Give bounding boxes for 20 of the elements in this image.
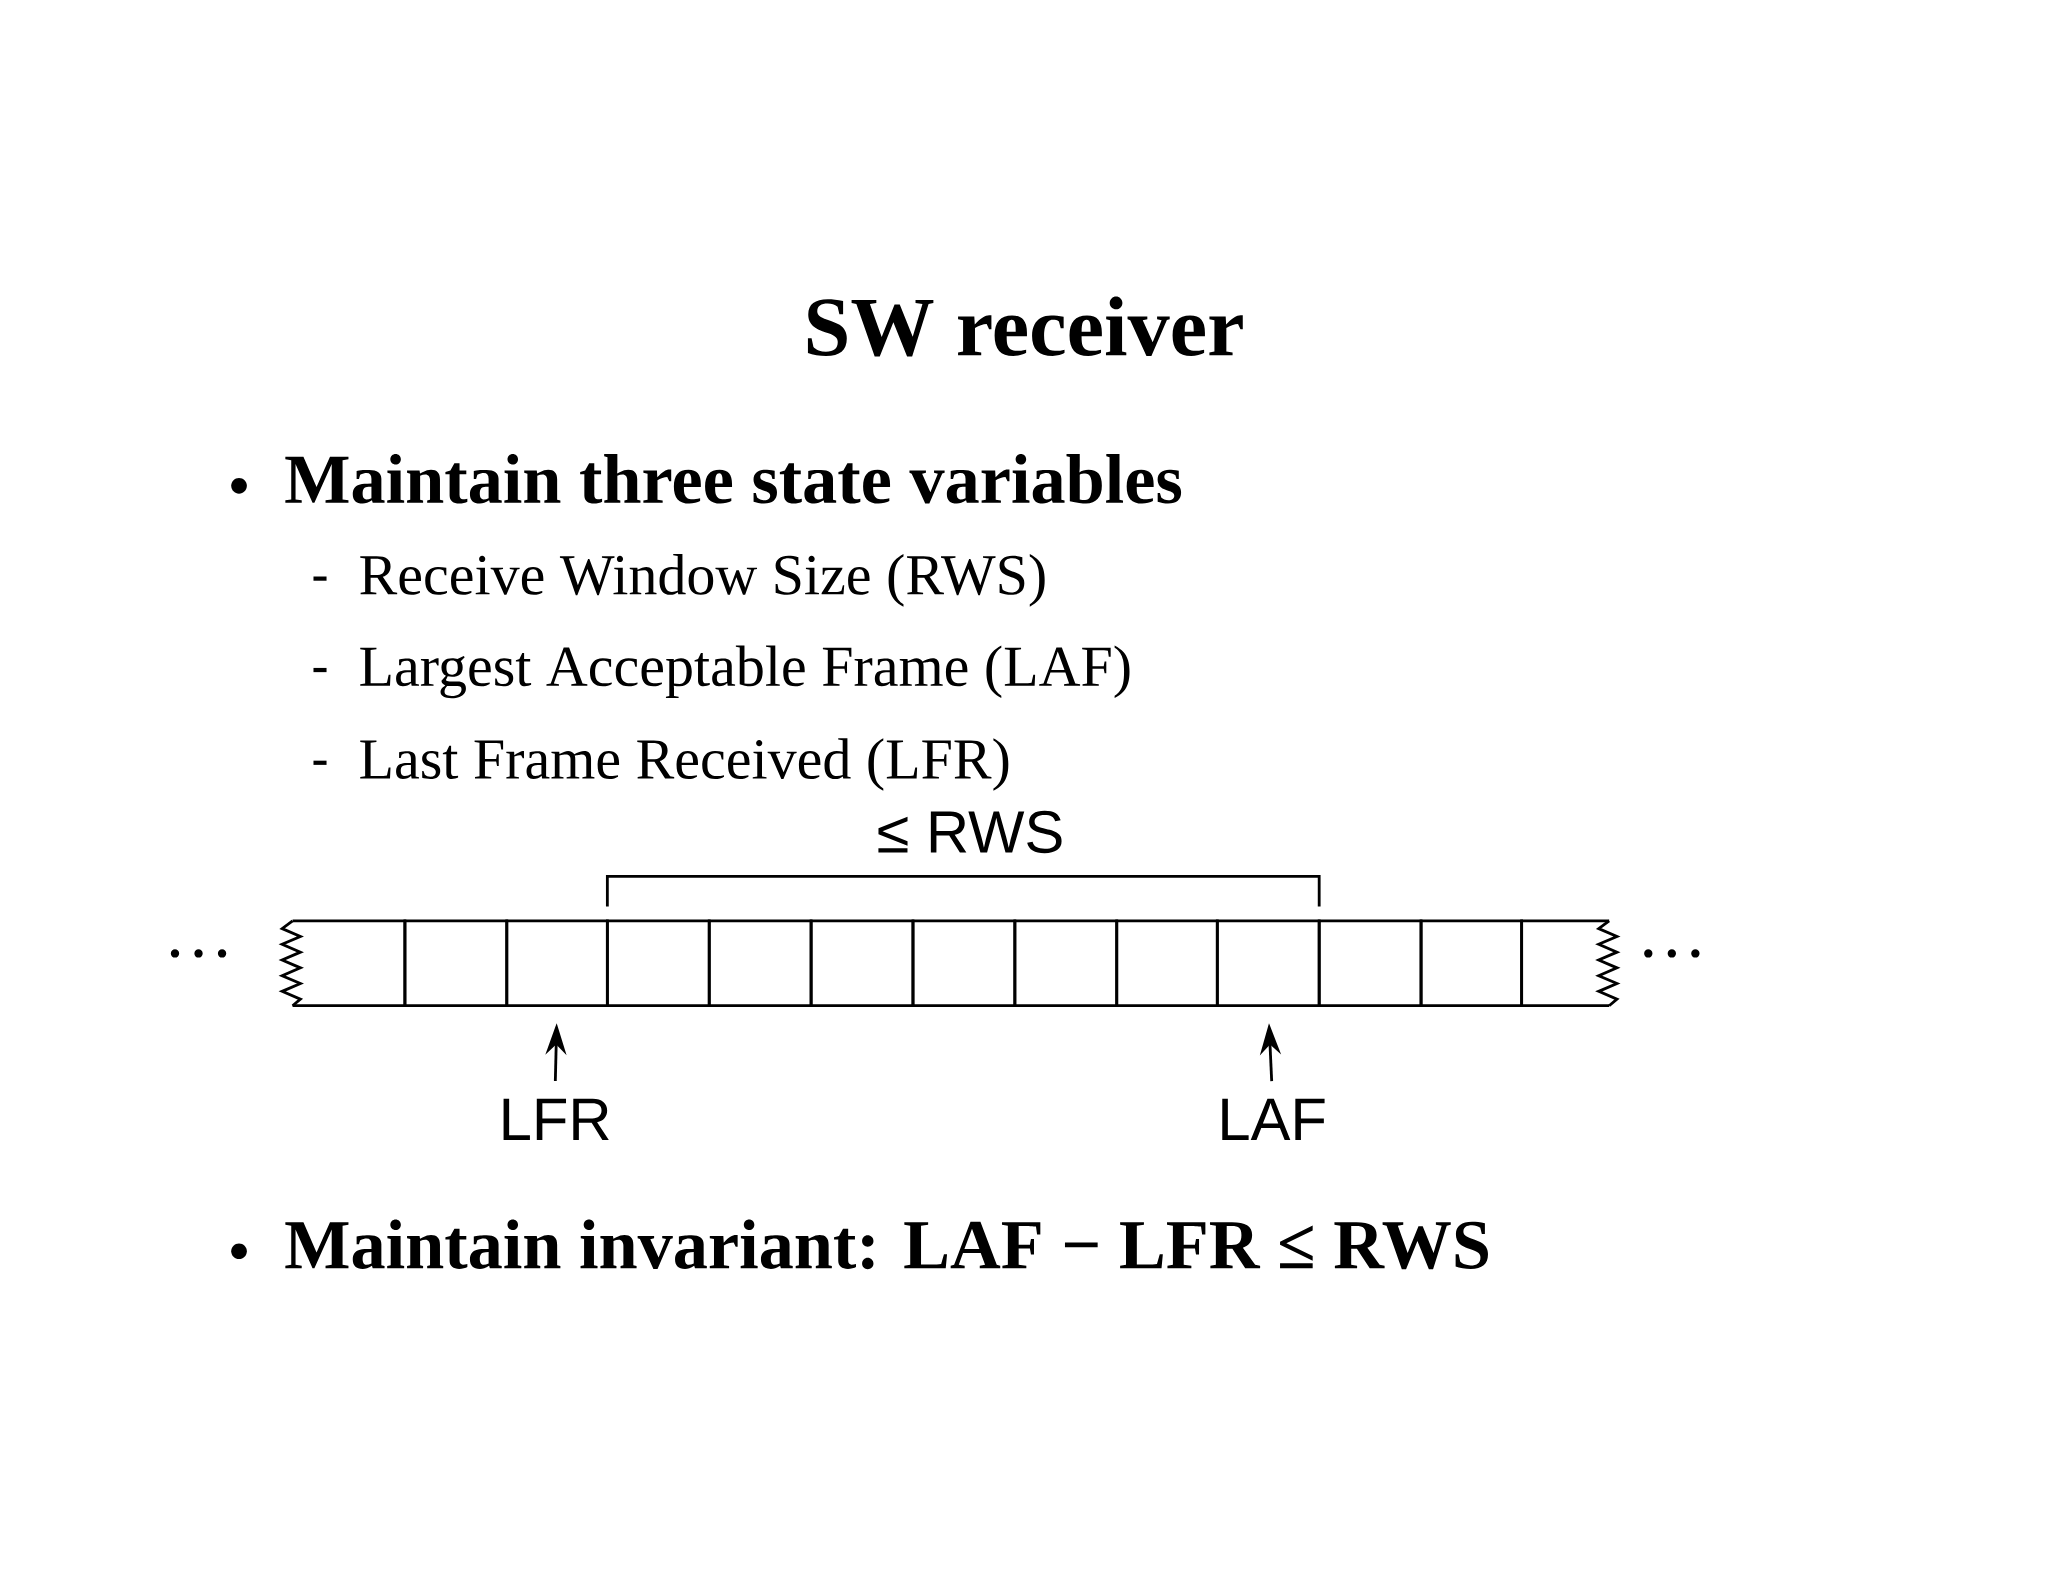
bullet-text: Maintain invariant: LAF − LFR ≤ RWS bbox=[285, 1219, 1488, 1270]
pointer-label: LAF bbox=[1222, 1098, 1325, 1141]
frame-cell bbox=[1115, 919, 1219, 1008]
bullet-text: Maintain three state variables bbox=[285, 454, 1182, 504]
frame-cell bbox=[505, 919, 609, 1008]
ellipsis: … bbox=[1644, 949, 1700, 958]
frame-cell bbox=[1215, 919, 1321, 1008]
frame-cell bbox=[1520, 919, 1621, 1008]
sub-bullet-text: Receive Window Size (RWS) bbox=[360, 554, 1045, 607]
frame-cell bbox=[605, 919, 711, 1008]
frame-cell bbox=[707, 919, 813, 1008]
sub-bullet-text: Largest Acceptable Frame (LAF) bbox=[360, 645, 1130, 699]
frame-cell bbox=[809, 919, 915, 1008]
title: SW receiver bbox=[807, 296, 1243, 357]
pointer-label: LFR bbox=[503, 1098, 609, 1141]
ellipsis: … bbox=[170, 949, 227, 958]
frame-cell bbox=[1317, 919, 1423, 1008]
frame-cell bbox=[278, 919, 407, 1008]
bracket-label: ≤ RWS bbox=[878, 811, 1062, 854]
sub-bullet-text: Last Frame Received (LFR) bbox=[360, 738, 1009, 791]
